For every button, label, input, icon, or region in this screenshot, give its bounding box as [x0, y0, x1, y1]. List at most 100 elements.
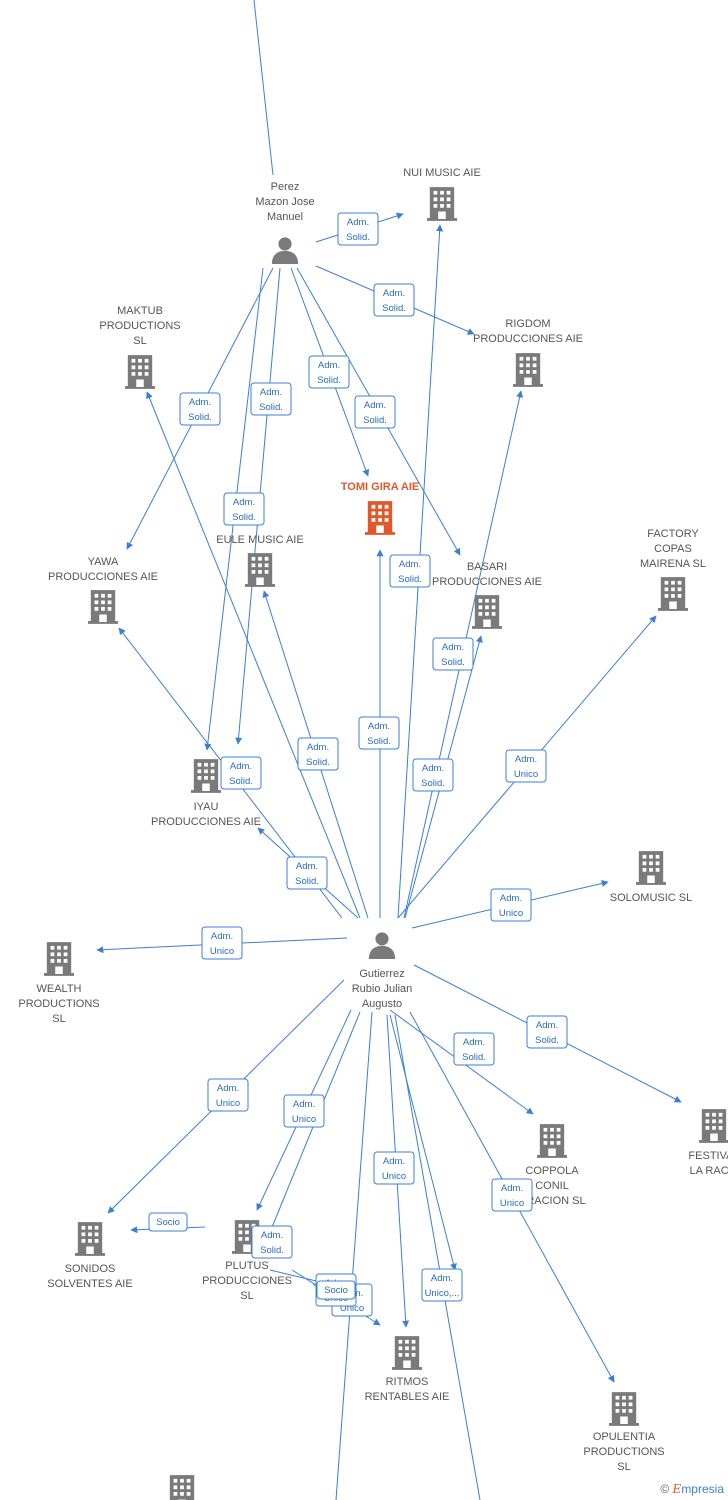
node-label: Augusto: [362, 998, 402, 1010]
edge-label-box: [412, 758, 454, 792]
edge-label-text: Socio: [156, 1217, 180, 1228]
edge-role-label[interactable]: Adm.Unico: [505, 749, 547, 783]
edge-label-text: Solid.: [346, 232, 370, 243]
edge-label-text: Adm.: [442, 642, 464, 653]
edge-label-text: Solid.: [363, 415, 387, 426]
edge-role-label[interactable]: Adm.Unico: [490, 888, 532, 922]
node-festival[interactable]: FESTIVALLA RAC A: [688, 1109, 728, 1177]
edge-role-label[interactable]: Adm.Solid.: [354, 395, 396, 429]
edge-role-label[interactable]: Adm. Unico: [201, 926, 243, 960]
edge-label-text: Socio: [324, 1285, 348, 1296]
edge-label-text: Solid.: [535, 1035, 559, 1046]
edge-label-box: [316, 1280, 356, 1300]
node-label: SONIDOS: [65, 1263, 116, 1275]
edge-label-box: [286, 856, 328, 890]
edge-label-text: Unico: [210, 946, 234, 957]
edge-label-box: [389, 554, 431, 588]
node-label: URACION SL: [518, 1195, 585, 1207]
node-nui[interactable]: NUI MUSIC AIE: [403, 167, 481, 221]
edge-label-box: [201, 926, 243, 960]
edge-label-text: Adm.: [399, 559, 421, 570]
edge-role-label[interactable]: Adm.Unico: [491, 1178, 533, 1212]
edge-line: [389, 1014, 457, 1271]
edge-label-text: Adm.: [431, 1273, 453, 1284]
edge-role-label[interactable]: Adm.Solid.: [373, 283, 415, 317]
node-label: LA RAC A: [690, 1165, 728, 1177]
brand-initial: E: [672, 1482, 682, 1496]
edge-label-box: [421, 1268, 463, 1302]
edge-line: [146, 391, 361, 919]
edge-role-label[interactable]: Adm.Solid.: [412, 758, 454, 792]
edge-label-text: Adm.: [233, 497, 255, 508]
edge-role-label[interactable]: Adm.Unico,...: [421, 1268, 463, 1302]
node-label: COPAS: [654, 543, 692, 555]
node-bottom[interactable]: [167, 1475, 197, 1500]
edge-role-label[interactable]: Adm.Unico: [207, 1078, 249, 1112]
edge-label-text: Unico: [499, 908, 523, 919]
edge-label-box: [148, 1212, 188, 1232]
node-label: MAKTUB: [117, 305, 163, 317]
edge-label-text: Unico: [292, 1114, 316, 1125]
copyright-symbol: ©: [660, 1482, 670, 1496]
edge-label-text: Adm.: [318, 360, 340, 371]
edge-label-box: [337, 212, 379, 246]
node-label: PRODUCCIONES: [202, 1275, 292, 1287]
edge-label-text: Unico: [382, 1171, 406, 1182]
edge-role-label[interactable]: Adm.Solid.: [220, 756, 262, 790]
edge-role-label[interactable]: Adm.Solid.: [297, 737, 339, 771]
edge-role-label[interactable]: Socio: [148, 1212, 188, 1232]
edge-role-label[interactable]: Socio: [316, 1280, 356, 1300]
brand-name: mpresia: [681, 1482, 724, 1496]
edge-label-text: Adm.: [211, 931, 233, 942]
building-icon: [427, 187, 457, 221]
edge-role-label[interactable]: Adm.Solid.: [432, 637, 474, 671]
edge-role-label[interactable]: Adm.Solid.: [179, 392, 221, 426]
edge-label-text: Unico: [340, 1303, 364, 1314]
empresia-watermark: © Empresia: [660, 1482, 724, 1496]
edge-role-label[interactable]: Adm.Solid.: [250, 382, 292, 416]
edge-label-box: [308, 355, 350, 389]
building-icon: [191, 759, 221, 793]
edge-role-label[interactable]: Adm.Solid.: [337, 212, 379, 246]
edge-label-text: Solid.: [317, 375, 341, 386]
node-label: BASARI: [467, 561, 507, 573]
edge-role-label[interactable]: Adm. Unico: [373, 1151, 415, 1185]
edge-role-label[interactable]: Adm.Solid.: [358, 716, 400, 750]
edges-layer: [96, 0, 682, 1500]
edge-role-label[interactable]: Adm. Solid.: [526, 1015, 568, 1049]
edge-role-label[interactable]: Adm. Solid.: [308, 355, 350, 389]
edge-role-label[interactable]: Adm.Solid.: [286, 856, 328, 890]
edge-role-label[interactable]: Adm.Solid.: [251, 1225, 293, 1259]
edge-label-text: Adm.: [536, 1020, 558, 1031]
node-label: SL: [133, 335, 146, 347]
edge-label-box: [354, 395, 396, 429]
edge-label-box: [283, 1094, 325, 1128]
edge-role-label[interactable]: Adm.Solid.: [453, 1032, 495, 1066]
node-eule[interactable]: EULE MUSIC AIE: [216, 534, 304, 587]
edge-role-label[interactable]: Adm.Solid.: [223, 492, 265, 526]
node-label: PRODUCCIONES AIE: [151, 816, 261, 828]
building-icon: [472, 595, 502, 629]
edge-label-box: [373, 1151, 415, 1185]
edge-label-text: Adm.: [383, 1156, 405, 1167]
node-label: TOMI GIRA AIE: [341, 481, 419, 493]
edge-role-label[interactable]: Adm.Solid.: [389, 554, 431, 588]
edge-role-label[interactable]: Adm.Unico: [283, 1094, 325, 1128]
node-solomusic[interactable]: SOLOMUSIC SL: [610, 851, 693, 904]
node-label: PRODUCTIONS: [583, 1446, 664, 1458]
node-tomi[interactable]: TOMI GIRA AIE: [341, 481, 419, 535]
